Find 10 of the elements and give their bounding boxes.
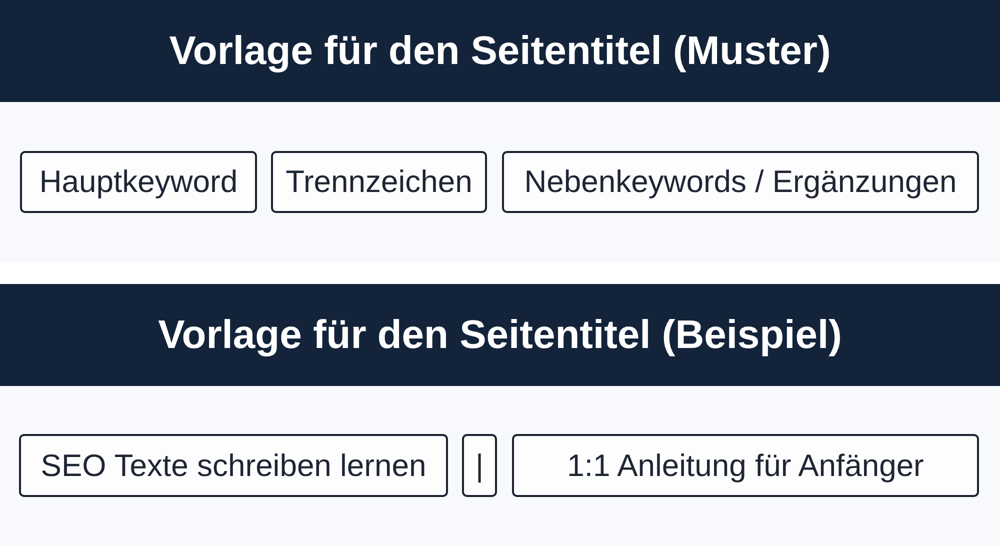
- heading-band: Vorlage für den Seitentitel (Beispiel): [0, 284, 1000, 386]
- keyword-box: 1:1 Anleitung für Anfänger: [512, 434, 979, 497]
- section-panel: [0, 284, 1000, 546]
- keyword-box: SEO Texte schreiben lernen: [19, 434, 448, 497]
- section-panel: [0, 0, 1000, 262]
- keyword-box: Hauptkeyword: [20, 151, 257, 213]
- separator-box: |: [462, 434, 497, 497]
- heading-band: Vorlage für den Seitentitel (Muster): [0, 0, 1000, 102]
- keyword-box: Nebenkeywords / Ergänzungen: [502, 151, 979, 213]
- separator-box: Trennzeichen: [271, 151, 487, 213]
